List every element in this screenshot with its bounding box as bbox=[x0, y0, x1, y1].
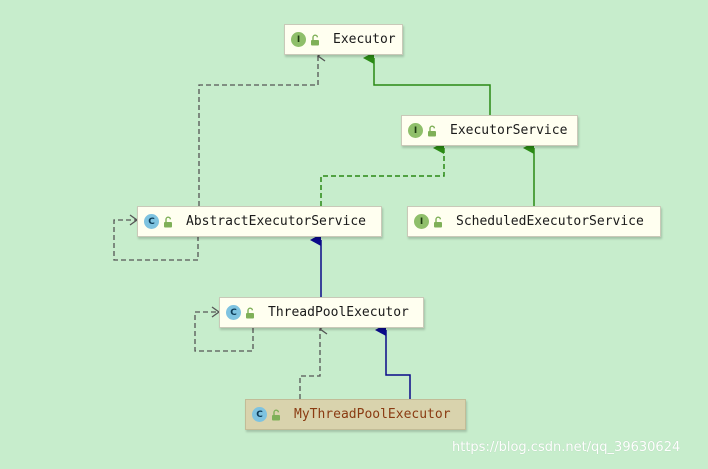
unlock-icon bbox=[246, 307, 254, 318]
node-scheduled-executor-service[interactable]: I ScheduledExecutorService bbox=[407, 206, 661, 237]
node-label: ThreadPoolExecutor bbox=[268, 305, 409, 320]
abstract-class-badge-icon: C bbox=[144, 214, 159, 229]
node-label: Executor bbox=[333, 32, 396, 47]
unlock-icon bbox=[164, 216, 172, 227]
node-label: ScheduledExecutorService bbox=[456, 214, 644, 229]
watermark-text: https://blog.csdn.net/qq_39630624 bbox=[452, 440, 681, 455]
edge-threadpool-self-dependency bbox=[194, 311, 254, 352]
node-my-thread-pool-executor[interactable]: C MyThreadPoolExecutor bbox=[245, 399, 466, 430]
node-label: ExecutorService bbox=[450, 123, 568, 138]
node-label: MyThreadPoolExecutor bbox=[294, 407, 451, 422]
unlock-icon bbox=[434, 216, 442, 227]
node-executor[interactable]: I Executor bbox=[284, 24, 403, 55]
edge-abstract-self-arrowhead bbox=[129, 214, 139, 226]
node-thread-pool-executor[interactable]: C ThreadPoolExecutor bbox=[219, 297, 424, 328]
edge-mythreadpool-threadpool-dependency bbox=[299, 329, 320, 399]
interface-badge-icon: I bbox=[291, 32, 306, 47]
node-label: AbstractExecutorService bbox=[186, 214, 367, 229]
unlock-icon bbox=[311, 34, 319, 45]
interface-badge-icon: I bbox=[408, 123, 423, 138]
edge-mythreadpool-threadpool bbox=[375, 324, 411, 399]
class-badge-icon: C bbox=[252, 407, 267, 422]
edge-executorservice-executor bbox=[363, 52, 491, 115]
unlock-icon bbox=[272, 409, 280, 420]
edge-abstract-self-dependency bbox=[113, 219, 199, 261]
edge-abstract-executor-dependency bbox=[198, 56, 318, 206]
unlock-icon bbox=[428, 125, 436, 136]
interface-badge-icon: I bbox=[414, 214, 429, 229]
edge-abstract-executorservice bbox=[320, 142, 445, 206]
node-executor-service[interactable]: I ExecutorService bbox=[401, 115, 578, 146]
node-abstract-executor-service[interactable]: C AbstractExecutorService bbox=[137, 206, 382, 237]
class-badge-icon: C bbox=[226, 305, 241, 320]
